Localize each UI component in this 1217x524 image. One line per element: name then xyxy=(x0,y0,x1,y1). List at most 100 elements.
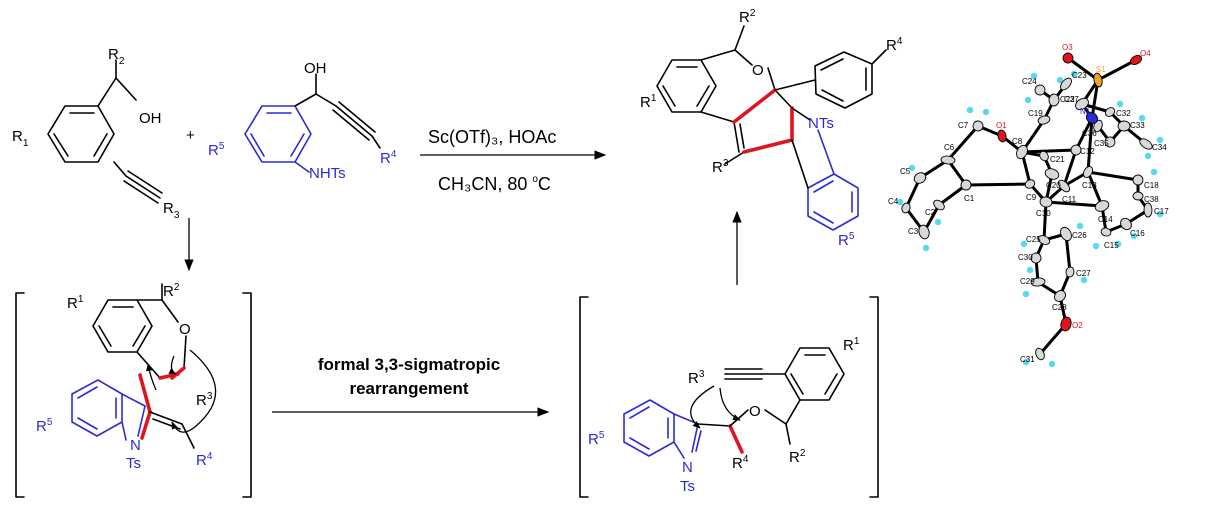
crystal-atom-c19 xyxy=(1037,115,1051,125)
crystal-bond-c9-c1 xyxy=(964,182,1032,187)
crystal-atom-label-c28: C28 xyxy=(1052,303,1067,312)
conditions-line1: Sc(OTf)₃, HOAc xyxy=(428,127,556,147)
crystal-bond-c11-c12 xyxy=(1062,148,1078,188)
crystal-atom-c6 xyxy=(940,155,956,165)
crystal-bond-c10-c25 xyxy=(1042,200,1048,242)
crystal-atom-label-c38: C38 xyxy=(1144,195,1159,204)
crystal-atom-label-c12: C12 xyxy=(1080,147,1095,156)
crystal-atom-c20 xyxy=(1044,168,1060,180)
crystal-hydrogen-atom xyxy=(1144,152,1152,160)
crystal-atom-c38 xyxy=(1132,191,1144,201)
crystal-bond-c13-c14 xyxy=(1086,170,1104,208)
crystal-atom-c4 xyxy=(901,202,911,214)
crystal-atom-c28 xyxy=(1054,290,1066,302)
crystal-atom-c18 xyxy=(1132,174,1144,186)
crystal-atom-label-c23: C23 xyxy=(1072,71,1087,80)
label-oh-sm: OH xyxy=(139,110,162,127)
label-r3-sm: R3 xyxy=(163,200,180,221)
crystal-atom-c5 xyxy=(913,172,927,184)
label-r1-int-a: R1 xyxy=(67,294,84,312)
crystal-bond-c13-n1 xyxy=(1086,116,1094,174)
crystal-hydrogen-atom xyxy=(1056,76,1064,84)
crystal-atom-c12 xyxy=(1070,144,1082,156)
label-o-int-b: O xyxy=(749,403,761,420)
crystal-atom-c7 xyxy=(972,120,984,132)
crystal-atom-label-c14: C14 xyxy=(1098,215,1113,224)
crystal-atom-c16 xyxy=(1120,217,1132,231)
crystal-hydrogen-atom xyxy=(908,164,916,172)
label-r2-int-a: R2 xyxy=(163,282,180,300)
crystal-atom-c1 xyxy=(960,179,972,191)
label-n-int-a: N xyxy=(130,437,141,454)
crystal-atom-label-c27: C27 xyxy=(1076,269,1091,278)
crystal-atom-label-c30: C30 xyxy=(1018,253,1033,262)
conditions-line2: CH₃CN, 80 oC xyxy=(438,174,551,194)
crystal-atom-label-c4: C4 xyxy=(888,197,899,206)
label-ts-int-b: Ts xyxy=(680,478,695,495)
crystal-atom-label-n1: N1 xyxy=(1080,107,1091,116)
crystal-atom-c29 xyxy=(1030,277,1046,287)
crystal-atom-c34 xyxy=(1139,138,1153,150)
crystal-hydrogen-atom xyxy=(1022,290,1030,298)
label-r5-sm2: R5 xyxy=(208,141,225,159)
crystal-hydrogen-atom xyxy=(966,106,974,114)
label-r4-product: R4 xyxy=(886,36,903,54)
crystal-hydrogen-atom xyxy=(1130,232,1138,240)
crystal-atom-label-c21: C21 xyxy=(1050,155,1065,164)
crystal-atom-c9 xyxy=(1024,179,1036,189)
crystal-atom-c33 xyxy=(1117,120,1131,132)
label-r2-int-b: R2 xyxy=(789,448,806,466)
crystal-atom-c24 xyxy=(1034,84,1046,96)
crystal-atom-c32 xyxy=(1104,107,1116,117)
crystal-atom-n1 xyxy=(1085,112,1099,124)
crystal-atom-label-c9: C9 xyxy=(1026,193,1037,202)
crystal-atom-c35 xyxy=(1104,136,1116,148)
label-r3-int-a: R3 xyxy=(196,391,213,409)
crystal-atom-c25 xyxy=(1037,235,1051,245)
crystal-hydrogen-atom xyxy=(1080,276,1088,284)
crystal-atom-c2 xyxy=(933,199,945,211)
label-r4-int-b: R4 xyxy=(732,454,749,472)
bracket-right-a xyxy=(242,292,252,498)
bracket-right-b xyxy=(869,296,879,498)
label-r3-int-b: R3 xyxy=(688,369,705,387)
label-nhts: NHTs xyxy=(309,165,346,182)
crystal-hydrogen-atom xyxy=(1026,266,1034,274)
crystal-atom-label-c37: C37 xyxy=(1064,95,1079,104)
crystal-atom-label-c10: C10 xyxy=(1036,209,1051,218)
label-n-int-b: N xyxy=(682,459,693,476)
crystal-hydrogen-atom xyxy=(1114,240,1122,248)
label-r5-int-a: R5 xyxy=(36,417,53,435)
crystal-hydrogen-atom xyxy=(1020,240,1028,248)
crystal-atom-c26 xyxy=(1060,226,1072,242)
crystal-atom-c10 xyxy=(1039,196,1053,208)
crystal-atom-c27 xyxy=(1065,266,1075,278)
crystal-atom-label-c2: C2 xyxy=(925,208,936,217)
crystal-atom-label-c33: C33 xyxy=(1130,121,1145,130)
crystal-atom-label-c5: C5 xyxy=(900,167,911,176)
crystal-atom-c22 xyxy=(1048,93,1060,107)
crystal-hydrogen-atom xyxy=(1070,70,1078,78)
crystal-hydrogen-atom xyxy=(1030,72,1038,80)
crystal-atom-label-c20: C20 xyxy=(1046,181,1061,190)
label-ts-int-a: Ts xyxy=(126,455,141,472)
crystal-atom-label-c15: C15 xyxy=(1104,241,1119,250)
crystal-hydrogen-atom xyxy=(1116,100,1124,108)
label-r1-sm: R1 xyxy=(12,128,29,149)
crystal-atom-label-c8: C8 xyxy=(1012,137,1023,146)
crystal-atom-label-c3: C3 xyxy=(908,227,919,236)
crystal-hydrogen-atom xyxy=(896,198,904,206)
crystal-atom-label-c25: C25 xyxy=(1026,235,1041,244)
crystal-atom-c37 xyxy=(1075,97,1089,111)
crystal-hydrogen-atom xyxy=(1024,96,1032,104)
crystal-bond-c12-n1 xyxy=(1074,116,1094,152)
crystal-atom-label-c11: C11 xyxy=(1062,195,1077,204)
crystal-atom-c23 xyxy=(1060,77,1072,91)
label-r4-sm2: R4 xyxy=(380,149,397,167)
crystal-atom-c30 xyxy=(1030,252,1042,264)
crystal-atom-label-s1: S1 xyxy=(1096,65,1106,74)
crystal-atom-label-c32: C32 xyxy=(1116,109,1131,118)
crystal-hydrogen-atom xyxy=(922,244,930,252)
crystal-atom-label-c36: C36 xyxy=(1082,129,1097,138)
